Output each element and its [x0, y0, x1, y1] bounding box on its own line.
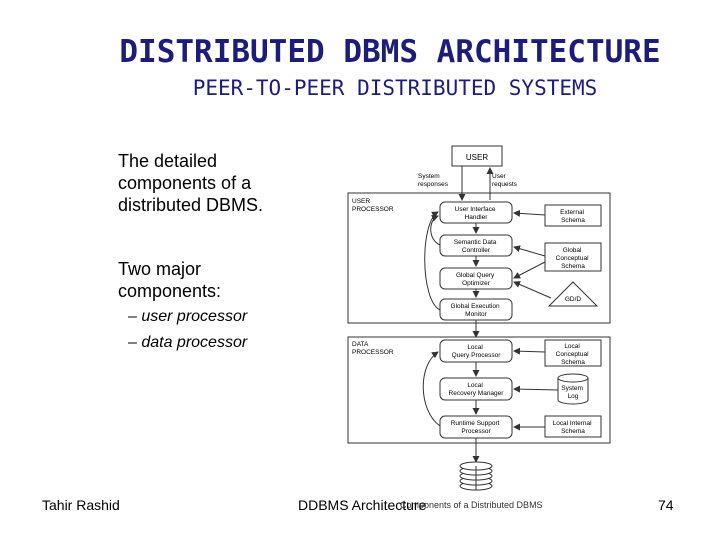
footer-page-number: 74 — [658, 497, 674, 513]
slide-subtitle: PEER-TO-PEER DISTRIBUTED SYSTEMS — [192, 76, 598, 100]
diagram-caption: Components of a Distributed DBMS — [400, 500, 543, 510]
module-label: Local Recovery Manager — [449, 382, 505, 397]
bullet-line: distributed DBMS. — [118, 195, 264, 215]
schema-external — [544, 204, 602, 227]
module-label: Global Query Optimizer — [456, 272, 496, 287]
footer-author: Tahir Rashid — [42, 497, 120, 513]
schema-label: Global Conceptual Schema — [556, 247, 591, 270]
database-icon — [459, 461, 493, 491]
schema-global-conceptual — [544, 242, 602, 272]
user-label: USER — [466, 153, 488, 162]
user-requests-label: User requests — [492, 173, 518, 188]
bullet-detailed-components: The detailed components of a distributed… — [118, 150, 263, 216]
schema-label: Local Internal Schema — [553, 420, 594, 435]
module-label: Local Query Processor — [452, 344, 502, 359]
gdd-triangle — [547, 281, 599, 307]
subitem-user-processor: – user processor — [128, 308, 248, 325]
subitem-data-processor: – data processor — [128, 334, 248, 351]
bullet-two-major-components: Two major components: — [118, 258, 221, 302]
bullet-line: components: — [118, 281, 222, 301]
bullet-line: components of a — [118, 173, 252, 193]
system-log-cylinder — [557, 373, 589, 405]
schema-label: External Schema — [560, 209, 586, 224]
user-processor-label: USER PROCESSOR — [352, 198, 394, 213]
schema-label: System Log — [561, 385, 584, 400]
module-label: Semantic Data Controller — [454, 239, 498, 254]
schema-label: Local Conceptual Schema — [556, 343, 591, 366]
footer-course: DDBMS Architecture — [298, 497, 427, 513]
schema-label: GD/D — [565, 296, 582, 303]
bullet-line: Two major — [118, 259, 202, 279]
data-processor-label: DATA PROCESSOR — [352, 341, 394, 356]
schema-local-conceptual — [544, 339, 602, 367]
bullet-line: The detailed — [118, 151, 218, 171]
module-label: Global Execution Monitor — [451, 303, 502, 318]
slide-title: DISTRIBUTED DBMS ARCHITECTURE — [119, 34, 661, 70]
user-processor-region — [347, 192, 611, 324]
system-responses-label: System responses — [418, 173, 449, 188]
module-label: Runtime Support Processor — [451, 420, 502, 435]
module-label: User Interface Handler — [455, 206, 498, 221]
user-box — [451, 145, 503, 167]
